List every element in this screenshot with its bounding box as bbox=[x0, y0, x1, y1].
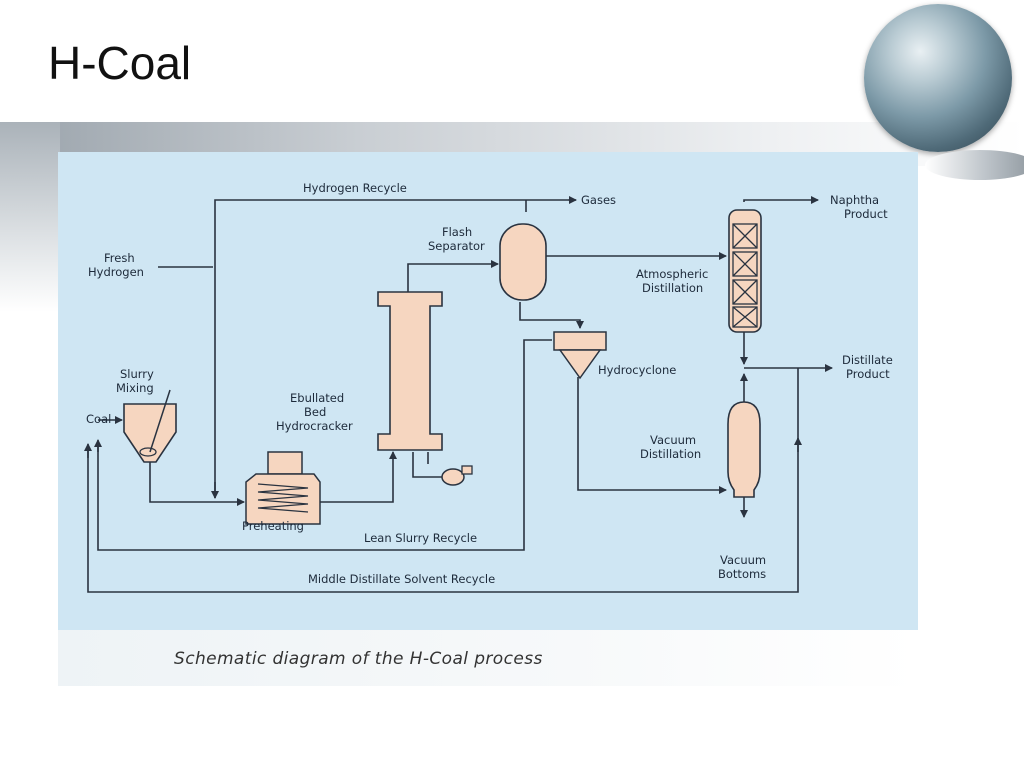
side-gradient-band bbox=[0, 122, 60, 312]
vacuum-distillation-column bbox=[727, 401, 761, 498]
process-diagram: Hydrogen Recycle Gases Fresh Hydrogen Fl… bbox=[58, 152, 918, 630]
label-vacuum-bottoms-1: Vacuum bbox=[720, 553, 766, 567]
label-bed: Bed bbox=[304, 405, 326, 419]
label-preheating: Preheating bbox=[242, 519, 304, 533]
label-hydrogen-recycle: Hydrogen Recycle bbox=[303, 181, 407, 195]
label-vacuum-distillation: Distillation bbox=[640, 447, 701, 461]
ebullated-bed-hydrocracker bbox=[377, 291, 443, 451]
label-hydrogen: Hydrogen bbox=[88, 265, 144, 279]
naphtha-product-line bbox=[743, 196, 819, 204]
label-atmospheric: Atmospheric bbox=[636, 267, 708, 281]
label-flash: Flash bbox=[442, 225, 472, 239]
reactor-to-flash-line bbox=[407, 260, 499, 292]
recycle-pump bbox=[441, 465, 473, 486]
label-vacuum-bottoms-2: Bottoms bbox=[718, 567, 766, 581]
label-hydrocracker: Hydrocracker bbox=[276, 419, 353, 433]
hydrocyclone bbox=[553, 331, 607, 380]
label-ebullated: Ebullated bbox=[290, 391, 344, 405]
flash-separator bbox=[499, 223, 547, 301]
label-slurry: Slurry bbox=[120, 367, 154, 381]
label-naphtha: Naphtha bbox=[830, 193, 879, 207]
middle-distillate-recycle-line bbox=[87, 368, 799, 593]
diagram-caption: Schematic diagram of the H-Coal process bbox=[174, 649, 543, 669]
label-vacuum: Vacuum bbox=[650, 433, 696, 447]
lean-slurry-recycle-line bbox=[97, 339, 552, 551]
globe-icon bbox=[864, 4, 1012, 152]
label-gases: Gases bbox=[581, 193, 616, 207]
label-atmospheric-distillation: Distillation bbox=[642, 281, 703, 295]
label-middle-distillate-solvent-recycle: Middle Distillate Solvent Recycle bbox=[308, 572, 495, 586]
mixer-to-preheater-line bbox=[149, 462, 245, 506]
preheater-to-reactor-line bbox=[320, 451, 397, 503]
swoosh-decoration bbox=[925, 150, 1024, 180]
flash-to-hydrocyclone-line bbox=[519, 302, 584, 329]
ebullating-pump-line bbox=[412, 452, 446, 478]
caption-box bbox=[58, 630, 918, 686]
label-naphtha-product: Product bbox=[844, 207, 888, 221]
slide-title: H-Coal bbox=[48, 37, 192, 89]
diagram-background bbox=[58, 152, 918, 630]
hydrocyclone-to-vacuum-line bbox=[577, 377, 727, 494]
label-distillate-product: Product bbox=[846, 367, 890, 381]
label-fresh: Fresh bbox=[104, 251, 135, 265]
atmospheric-distillation-column bbox=[728, 209, 762, 333]
process-diagram-svg: Hydrogen Recycle Gases Fresh Hydrogen Fl… bbox=[58, 152, 918, 630]
label-lean-slurry-recycle: Lean Slurry Recycle bbox=[364, 531, 477, 545]
label-mixing: Mixing bbox=[116, 381, 154, 395]
hydrogen-recycle-line bbox=[214, 199, 568, 498]
label-hydrocyclone: Hydrocyclone bbox=[598, 363, 676, 377]
label-coal: Coal bbox=[86, 412, 111, 426]
label-separator: Separator bbox=[428, 239, 485, 253]
label-distillate: Distillate bbox=[842, 353, 893, 367]
slurry-mixing-tank bbox=[123, 389, 177, 463]
preheater-unit bbox=[245, 451, 321, 525]
